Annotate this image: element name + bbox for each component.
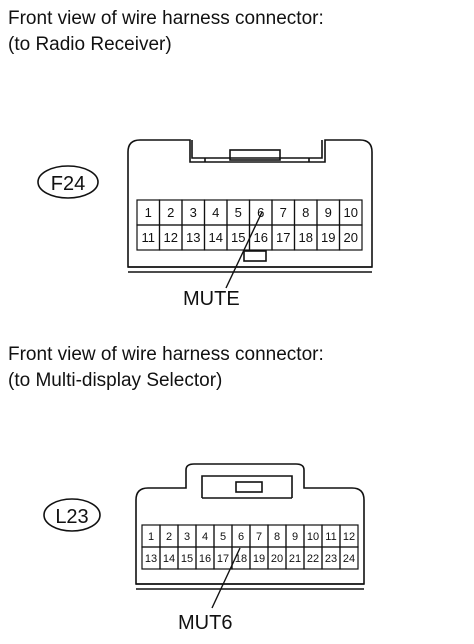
pin-number: 13 [186,230,200,245]
connector-caption-radio-receiver: Front view of wire harness connector: (t… [8,6,324,58]
pin-number: 2 [167,205,174,220]
pin-number: 20 [271,553,283,565]
pin-number: 11 [142,230,156,245]
pin-number: 19 [253,553,265,565]
pin-number: 17 [276,230,290,245]
connector-id-oval-f24 [37,165,99,199]
pin-number: 6 [238,531,244,543]
pin-number: 1 [145,205,152,220]
caption-line-2: (to Radio Receiver) [8,34,172,55]
pin-number: 13 [145,553,157,565]
pin-number: 15 [231,230,245,245]
pin-number: 16 [199,553,211,565]
pin-number: 18 [235,553,247,565]
pin-number: 19 [321,230,335,245]
pin-number: 8 [274,531,280,543]
pin-number: 7 [256,531,262,543]
caption-line-1: Front view of wire harness connector: [8,344,324,365]
pin-number: 9 [292,531,298,543]
pin-number: 4 [202,531,208,543]
connector-id-l23: L23 [55,506,88,528]
connector-id-oval-l23 [43,498,101,532]
pin-number: 12 [164,230,178,245]
pin-number: 5 [220,531,226,543]
pin-number: 8 [302,205,309,220]
pin-number: 5 [235,205,242,220]
signal-label-mute: MUTE [183,288,240,310]
pin-number: 10 [307,531,319,543]
pin-number: 12 [343,531,355,543]
connector-caption-multi-display-selector: Front view of wire harness connector: (t… [8,342,324,394]
pin-number: 2 [166,531,172,543]
leader-line-mut6 [211,547,241,609]
pin-number: 3 [184,531,190,543]
pin-number: 11 [325,531,336,543]
caption-line-2: (to Multi-display Selector) [8,370,223,391]
connector-l23 [135,463,365,590]
pin-number: 20 [344,230,358,245]
pin-number: 7 [280,205,287,220]
pin-number: 1 [148,531,154,543]
pin-number: 10 [344,205,358,220]
pin-number: 24 [343,553,355,565]
pin-cell [338,224,363,251]
pin-number: 3 [190,205,197,220]
pin-number: 6 [257,205,264,220]
pin-number: 18 [299,230,313,245]
pin-number: 4 [212,205,219,220]
connector-id-f24: F24 [51,173,85,195]
pin-number: 17 [217,553,229,565]
pin-number: 21 [289,553,301,565]
pin-number: 23 [325,553,337,565]
pin-number: 9 [325,205,332,220]
pin-number: 14 [163,553,175,565]
pin-cell [339,546,359,570]
pin-number: 15 [181,553,193,565]
connector-f24 [127,139,373,273]
signal-label-mut6: MUT6 [178,612,233,634]
caption-line-1: Front view of wire harness connector: [8,8,324,29]
leader-line-mute [225,211,263,289]
pin-number: 16 [254,230,268,245]
pin-number: 22 [307,553,319,565]
pin-number: 14 [209,230,223,245]
